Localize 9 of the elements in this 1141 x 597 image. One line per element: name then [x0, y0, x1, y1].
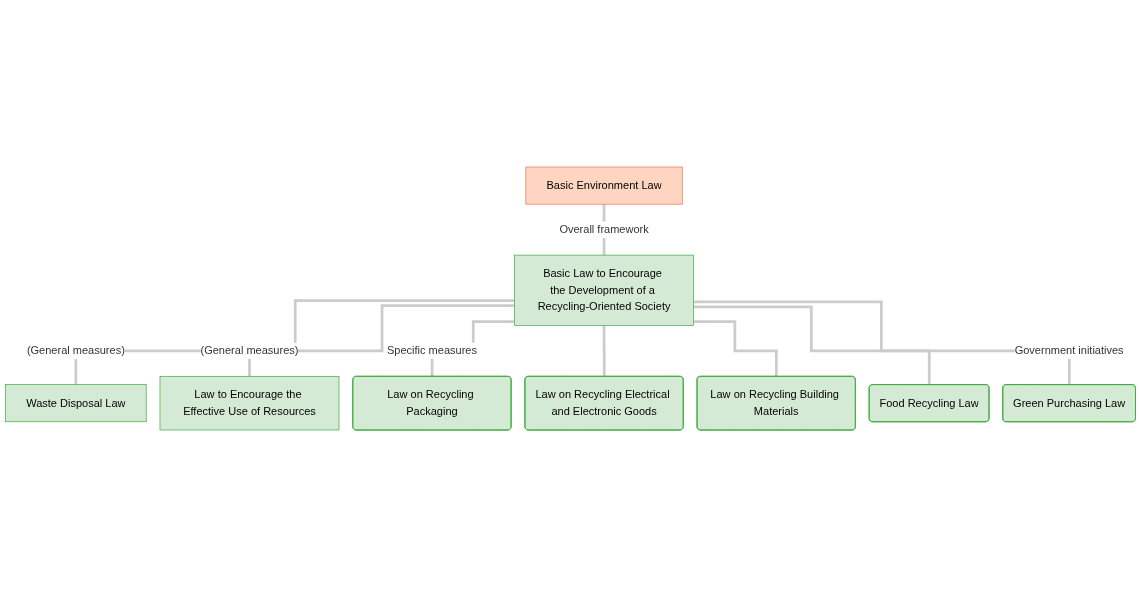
edge-label: Specific measures [386, 344, 477, 357]
edge-label: Government initiatives [1014, 344, 1124, 357]
edge-label: (General measures) [200, 344, 299, 357]
edge-label: Overall framework [559, 223, 649, 236]
edge-label: (General measures) [26, 344, 125, 357]
node-box: Law to Encourage the Effective Use of Resources [159, 375, 340, 431]
node-box: Basic Law to Encourage the Development of a Recycling-Oriented Society [514, 254, 694, 326]
node-box: Basic Environment Law [525, 166, 683, 205]
node-box: Waste Disposal Law [5, 384, 147, 423]
